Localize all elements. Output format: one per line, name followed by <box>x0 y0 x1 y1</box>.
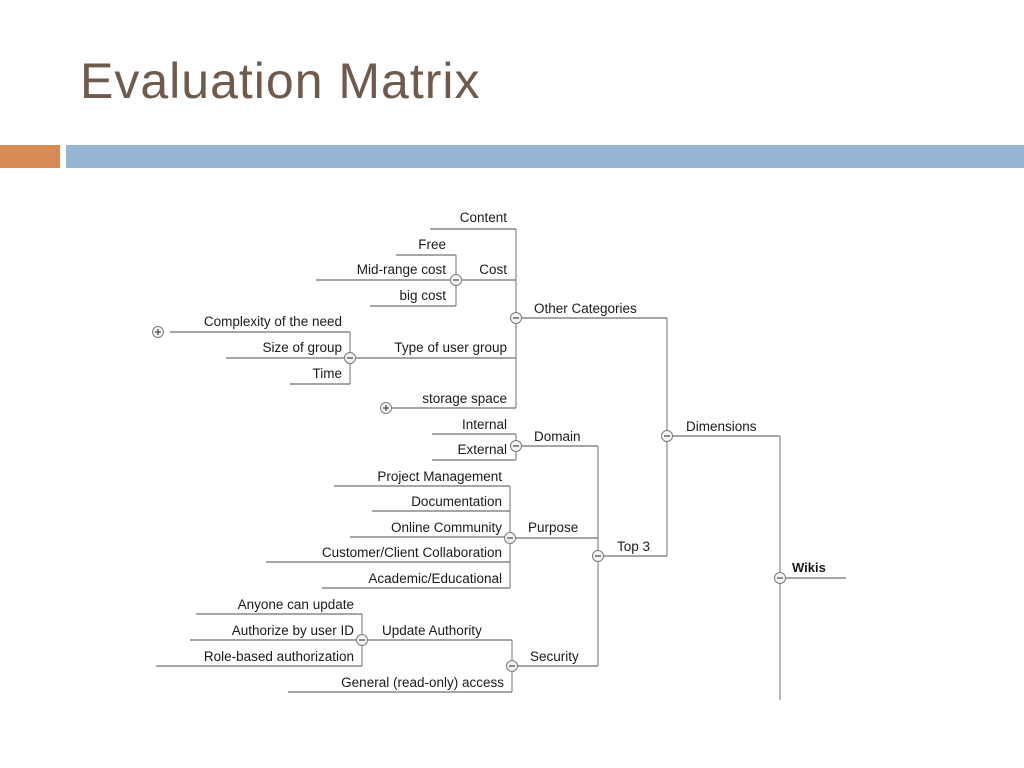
accent-bar-orange <box>0 145 60 168</box>
node-role-based[interactable]: Role-based authorization <box>204 649 354 664</box>
node-mid-range-cost[interactable]: Mid-range cost <box>357 262 447 277</box>
collapse-icon-dimensions[interactable] <box>661 430 673 442</box>
node-documentation[interactable]: Documentation <box>411 494 502 509</box>
collapse-icon-top3[interactable] <box>592 550 604 562</box>
collapse-icon-wikis[interactable] <box>774 572 786 584</box>
collapse-icon-purpose[interactable] <box>504 532 516 544</box>
node-complexity[interactable]: Complexity of the need <box>204 314 342 329</box>
node-online-community[interactable]: Online Community <box>391 520 502 535</box>
node-academic[interactable]: Academic/Educational <box>368 571 502 586</box>
node-wikis[interactable]: Wikis <box>792 560 826 575</box>
node-time[interactable]: Time <box>313 366 343 381</box>
node-group-size[interactable]: Size of group <box>262 340 342 355</box>
node-update-authority[interactable]: Update Authority <box>382 623 482 638</box>
collapse-icon-security[interactable] <box>506 660 518 672</box>
node-other-categories[interactable]: Other Categories <box>534 301 637 316</box>
node-top3[interactable]: Top 3 <box>617 539 650 554</box>
node-content[interactable]: Content <box>460 210 508 225</box>
node-storage[interactable]: storage space <box>422 391 507 406</box>
node-anyone-can-update[interactable]: Anyone can update <box>238 597 354 612</box>
node-dimensions[interactable]: Dimensions <box>686 419 757 434</box>
collapse-icon-domain[interactable] <box>510 440 522 452</box>
node-security[interactable]: Security <box>530 649 579 664</box>
node-authorize-by-id[interactable]: Authorize by user ID <box>232 623 355 638</box>
node-purpose[interactable]: Purpose <box>528 520 578 535</box>
expand-icon-storage[interactable] <box>380 402 392 414</box>
node-domain[interactable]: Domain <box>534 429 581 444</box>
node-internal[interactable]: Internal <box>462 417 507 432</box>
collapse-icon-cost[interactable] <box>450 274 462 286</box>
accent-bar-blue <box>66 145 1024 168</box>
node-cost[interactable]: Cost <box>479 262 507 277</box>
node-external[interactable]: External <box>457 442 507 457</box>
node-read-only-access[interactable]: General (read-only) access <box>341 675 504 690</box>
node-free[interactable]: Free <box>418 237 446 252</box>
node-user-group[interactable]: Type of user group <box>394 340 507 355</box>
expand-icon-complexity[interactable] <box>152 326 164 338</box>
collapse-icon-user-group[interactable] <box>344 352 356 364</box>
node-big-cost[interactable]: big cost <box>399 288 446 303</box>
collapse-icon-update-authority[interactable] <box>356 634 368 646</box>
collapse-icon-other-categories[interactable] <box>510 312 522 324</box>
slide-title: Evaluation Matrix <box>80 53 481 109</box>
node-project-management[interactable]: Project Management <box>377 469 502 484</box>
node-collaboration[interactable]: Customer/Client Collaboration <box>322 545 502 560</box>
